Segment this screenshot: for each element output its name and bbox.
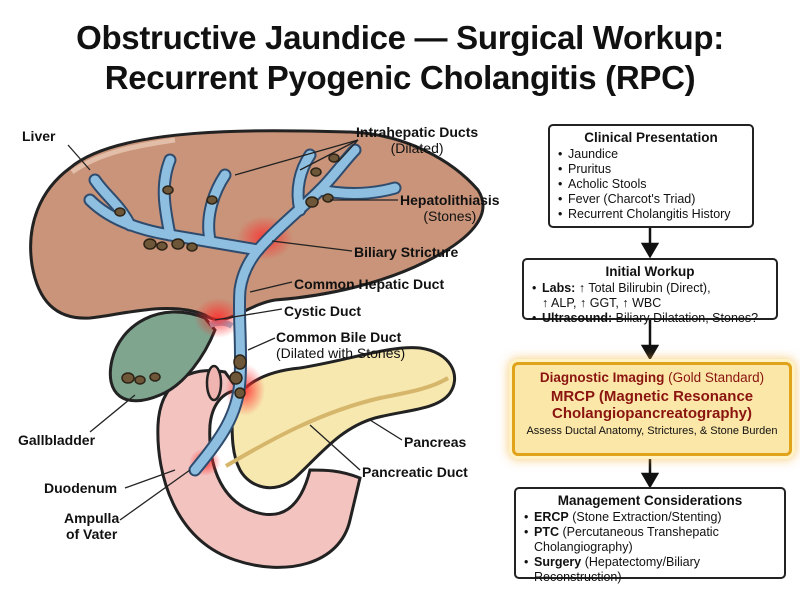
imaging-mrcp-line2: Cholangiopancreatography) [551, 405, 753, 422]
imaging-assessment: Assess Ductal Anatomy, Strictures, & Sto… [526, 425, 778, 437]
workup-list: Labs: ↑ Total Bilirubin (Direct), ↑ ALP,… [532, 281, 768, 326]
initial-workup-box: Initial Workup Labs: ↑ Total Bilirubin (… [522, 258, 778, 326]
workup-labs-continued: ↑ ALP, ↑ GGT, ↑ WBC [542, 296, 662, 310]
stones [114, 153, 340, 399]
imaging-mrcp-line1: MRCP (Magnetic Resonance [550, 388, 754, 405]
clinical-item: Jaundice [558, 147, 744, 162]
management-heading: Management Considerations [557, 493, 743, 508]
label-pancreatic-duct: Pancreatic Duct [362, 464, 468, 480]
diagnostic-imaging-box: Diagnostic Imaging (Gold Standard) MRCP … [512, 362, 792, 456]
title-line-1: Obstructive Jaundice — Surgical Workup: [76, 19, 724, 56]
label-biliary-stricture: Biliary Stricture [354, 244, 459, 260]
clinical-item: Fever (Charcot's Triad) [558, 192, 744, 207]
clinical-heading: Clinical Presentation [584, 130, 718, 145]
label-hepatolithiasis: Hepatolithiasis(Stones) [400, 192, 500, 224]
label-duodenum: Duodenum [44, 480, 118, 496]
management-surgery: Surgery (Hepatectomy/Biliary Reconstruct… [524, 555, 776, 585]
management-list: ERCP (Stone Extraction/Stenting) PTC (Pe… [524, 510, 776, 585]
biliary-anatomy-illustration [29, 129, 485, 569]
label-gallbladder: Gallbladder [18, 432, 96, 448]
pancreas-shape [230, 346, 457, 490]
imaging-title: Diagnostic Imaging (Gold Standard) [539, 370, 765, 385]
title-line-2: Recurrent Pyogenic Cholangitis (RPC) [104, 59, 696, 96]
management-ptc-continued: Cholangiography) [534, 540, 633, 554]
bile-duct-tree [83, 143, 402, 477]
clinical-item: Pruritus [558, 162, 744, 177]
workup-heading: Initial Workup [605, 264, 695, 279]
workup-labs: Labs: ↑ Total Bilirubin (Direct), [532, 281, 768, 296]
label-liver: Liver [22, 128, 56, 144]
clinical-item: Acholic Stools [558, 177, 744, 192]
management-ercp: ERCP (Stone Extraction/Stenting) [524, 510, 776, 525]
leader-lines [67, 139, 403, 521]
label-common-bile-duct: Common Bile Duct(Dilated with Stones) [276, 329, 406, 361]
label-cystic-duct: Cystic Duct [284, 303, 362, 319]
clinical-item: Recurrent Cholangitis History [558, 207, 744, 222]
label-intrahepatic-ducts: Intrahepatic Ducts(Dilated) [356, 124, 479, 156]
label-common-hepatic-duct: Common Hepatic Duct [294, 276, 445, 292]
management-box: Management Considerations ERCP (Stone Ex… [514, 487, 786, 584]
clinical-presentation-box: Clinical Presentation Jaundice Pruritus … [548, 124, 754, 228]
management-ptc: PTC (Percutaneous Transhepatic [524, 525, 776, 540]
label-pancreas: Pancreas [404, 434, 467, 450]
page-title: Obstructive Jaundice — Surgical Workup: … [0, 18, 800, 98]
workup-ultrasound: Ultrasound: Biliary Dilatation, Stones? [532, 311, 768, 326]
clinical-list: Jaundice Pruritus Acholic Stools Fever (… [558, 147, 744, 222]
